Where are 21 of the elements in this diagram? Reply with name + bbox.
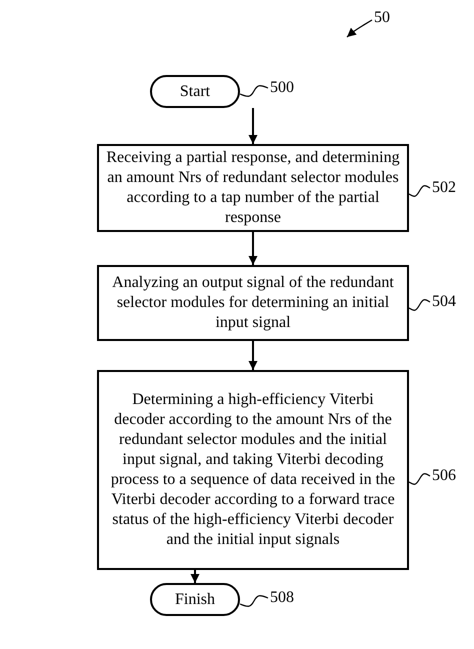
arrow	[248, 230, 258, 265]
leader-line	[408, 299, 430, 311]
process-box: Determining a high-efficiency Viterbi decoder according to the amount Nrs of the redundant selector modules and the initial input signal, and taking Viterbi decoding process to a sequence of data received in the Viterbi decoder according to a forward trace status of the high-efficiency Viterbi decoder and the initial input signals	[97, 370, 409, 570]
reference-number: 506	[432, 466, 456, 486]
reference-number: 500	[270, 78, 294, 98]
leader-line	[240, 595, 268, 607]
process-box: Analyzing an output signal of the redundant selector modules for determining an initial input signal	[97, 265, 409, 341]
leader-line	[408, 185, 430, 197]
figure-number: 50	[374, 8, 390, 28]
arrow	[190, 570, 200, 583]
arrow	[248, 341, 258, 370]
arrow	[248, 108, 258, 144]
figure-arrow	[346, 19, 372, 38]
reference-number: 504	[432, 292, 456, 312]
reference-number: 508	[270, 588, 294, 608]
leader-line	[240, 85, 268, 97]
reference-number: 502	[432, 178, 456, 198]
end-terminal: Finish	[150, 583, 240, 616]
start-terminal: Start	[150, 75, 240, 108]
leader-line	[408, 473, 430, 485]
process-box: Receiving a partial response, and determining an amount Nrs of redundant selector modules according to a tap number of the partial response	[97, 144, 409, 232]
